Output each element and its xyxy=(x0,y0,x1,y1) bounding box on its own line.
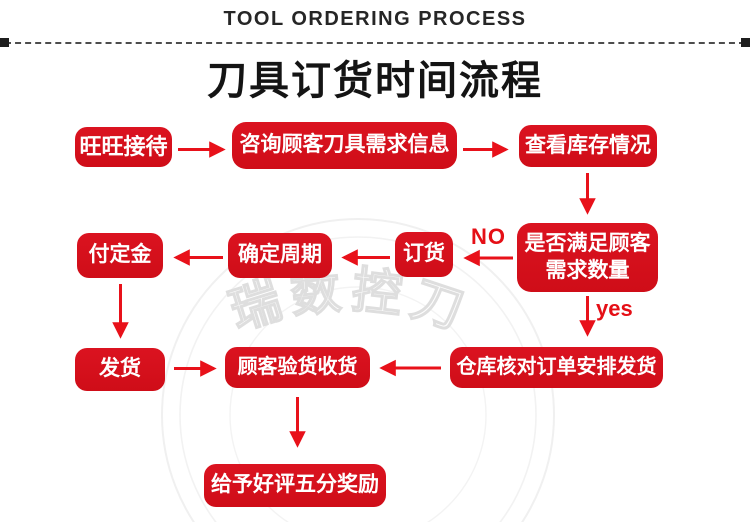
node-confirm-cycle: 确定周期 xyxy=(228,233,332,278)
node-five-star-review-reward: 给予好评五分奖励 xyxy=(204,464,386,507)
node-label: 订货 xyxy=(403,242,445,266)
label-no-branch: NO xyxy=(471,224,506,249)
node-label: 咨询顾客刀具需求信息 xyxy=(239,133,450,157)
node-label: 仓库核对订单安排发货 xyxy=(456,356,657,378)
node-satisfy-customer-quantity: 是否满足顾客 需求数量 xyxy=(517,223,658,292)
node-label: 顾客验货收货 xyxy=(237,356,358,378)
node-label: 付定金 xyxy=(88,243,152,267)
node-place-order: 订货 xyxy=(395,232,453,277)
divider-right-square xyxy=(741,38,750,47)
node-label-line1: 是否满足顾客 xyxy=(524,232,651,256)
node-consult-customer-tool-needs: 咨询顾客刀具需求信息 xyxy=(232,122,457,169)
node-label: 查看库存情况 xyxy=(525,133,651,157)
label-yes-branch: yes xyxy=(596,296,633,321)
node-pay-deposit: 付定金 xyxy=(77,233,163,278)
chinese-title: 刀具订货时间流程 xyxy=(207,59,543,103)
node-label: 确定周期 xyxy=(238,243,322,267)
node-ship-goods: 发货 xyxy=(75,348,165,391)
node-label: 给予好评五分奖励 xyxy=(211,473,379,497)
node-wangwang-reception: 旺旺接待 xyxy=(75,127,172,167)
node-label: 发货 xyxy=(99,357,141,381)
node-customer-inspect-receive: 顾客验货收货 xyxy=(225,347,370,388)
dashed-divider xyxy=(5,42,745,44)
node-label-line2: 需求数量 xyxy=(545,258,630,282)
node-label: 旺旺接待 xyxy=(79,134,168,160)
english-title: TOOL ORDERING PROCESS xyxy=(223,8,527,30)
divider-left-square xyxy=(0,38,9,47)
node-warehouse-verify-arrange-shipping: 仓库核对订单安排发货 xyxy=(450,347,663,388)
node-check-inventory: 查看库存情况 xyxy=(519,125,657,167)
